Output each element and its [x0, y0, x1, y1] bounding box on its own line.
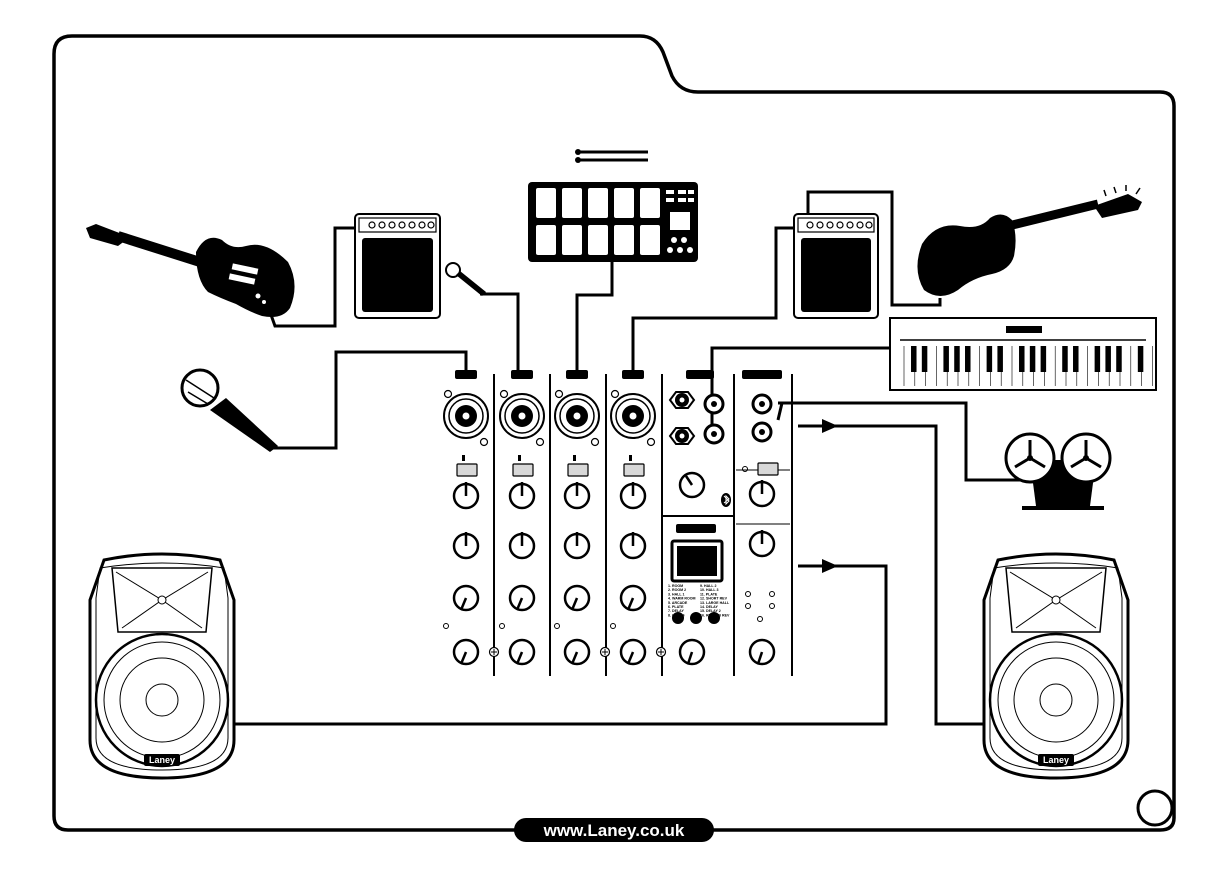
- channel-strip-2: [500, 370, 545, 664]
- drum-pad-controller: [528, 149, 698, 262]
- mute-button[interactable]: [568, 464, 588, 476]
- master-mute-button[interactable]: [758, 463, 778, 475]
- output-arrow-top: [798, 419, 838, 433]
- cable-keys-to-stereo: [712, 348, 890, 408]
- combo-jack[interactable]: [555, 394, 599, 438]
- tape-reel-icon: [1006, 434, 1110, 510]
- channel-knob[interactable]: [621, 482, 645, 508]
- right-bass-amp: [794, 214, 878, 318]
- mute-button[interactable]: [624, 464, 644, 476]
- master-meter-leds: [746, 592, 775, 622]
- channel-knob[interactable]: [510, 532, 534, 558]
- cable-mic2-to-ch2: [480, 294, 518, 374]
- channel-knob[interactable]: [621, 640, 645, 664]
- bass-guitar-icon: [917, 185, 1142, 296]
- output-arrow-bottom: [798, 559, 838, 573]
- channel-knob[interactable]: [510, 586, 534, 610]
- cable-tape-to-rca: [778, 403, 1030, 480]
- master-monitor-knob[interactable]: [750, 530, 774, 556]
- cable-drums-to-ch3: [577, 260, 612, 374]
- keyboard-synth: [890, 318, 1156, 390]
- channel-knob[interactable]: [621, 586, 645, 610]
- mute-button[interactable]: [457, 464, 477, 476]
- channel-knob[interactable]: [621, 532, 645, 558]
- left-pa-speaker: [90, 554, 234, 778]
- channel-strip-4: [611, 370, 666, 664]
- footer-website-text: www.Laney.co.uk: [543, 821, 685, 840]
- channel-knob[interactable]: [510, 640, 534, 664]
- mute-button[interactable]: [513, 464, 533, 476]
- channel-strip-3: [555, 370, 610, 664]
- channel-knob[interactable]: [454, 482, 478, 508]
- channel-knob[interactable]: [454, 586, 478, 610]
- channel-knob[interactable]: [454, 532, 478, 558]
- channel-knob[interactable]: [565, 482, 589, 508]
- handheld-mic-icon: [182, 370, 278, 452]
- stereo-gain-knob[interactable]: [680, 473, 704, 497]
- cable-mic1-to-ch1: [270, 352, 466, 448]
- electric-guitar-icon: [86, 224, 295, 317]
- combo-jack[interactable]: [500, 394, 544, 438]
- combo-jack[interactable]: [444, 394, 488, 438]
- master-aux-knob[interactable]: [750, 480, 774, 506]
- bluetooth-icon: [721, 493, 731, 507]
- fx-select-knobs[interactable]: [672, 612, 720, 624]
- dynamic-mic-small-icon: [446, 263, 486, 296]
- right-speaker-logo: Laney: [1043, 755, 1069, 765]
- channel-strip-1: [444, 370, 499, 664]
- channel-knob[interactable]: [565, 586, 589, 610]
- footer-website-pill[interactable]: www.Laney.co.uk: [514, 818, 714, 842]
- channel-knob[interactable]: [565, 532, 589, 558]
- cable-out-to-left-speaker: [232, 566, 886, 724]
- combo-jack[interactable]: [611, 394, 655, 438]
- channel-knob[interactable]: [510, 482, 534, 508]
- left-speaker-logo: Laney: [149, 755, 175, 765]
- fx-level-knob[interactable]: [680, 640, 704, 664]
- master-volume-knob[interactable]: [750, 640, 774, 664]
- right-pa-speaker: [984, 554, 1128, 778]
- page-number-badge: [1138, 791, 1172, 825]
- left-guitar-amp: [355, 214, 440, 318]
- channel-knob[interactable]: [565, 640, 589, 664]
- channel-knob[interactable]: [454, 640, 478, 664]
